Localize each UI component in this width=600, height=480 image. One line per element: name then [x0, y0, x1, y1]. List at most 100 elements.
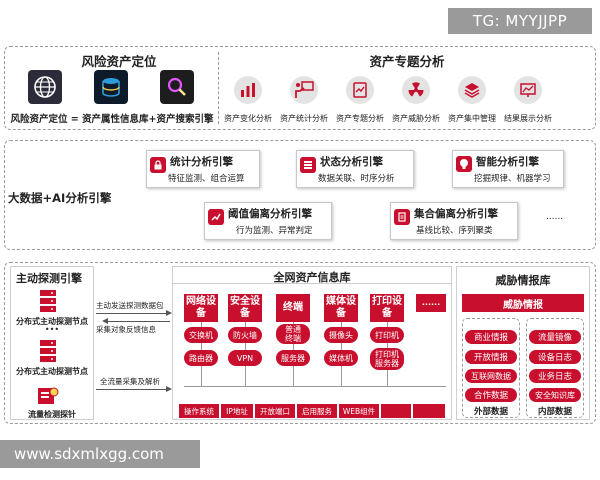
arrow-right-icon	[166, 310, 172, 316]
category-terminal: 终端	[276, 294, 310, 322]
server-icon	[40, 290, 56, 312]
arrow-label-send: 主动发送探测数据包	[96, 301, 164, 310]
brain-icon	[456, 156, 472, 172]
analysis-label-4: 资产威胁分析	[392, 114, 440, 123]
engine-title-ai: 智能分析引擎	[476, 156, 539, 168]
analysis-label-3: 资产专题分析	[336, 114, 384, 123]
search-icon	[160, 70, 194, 104]
risk-asset-title: 风险资产定位	[81, 54, 157, 69]
engine-card-threshold	[204, 202, 332, 240]
tag-port: 开放端口	[255, 404, 295, 418]
globe-icon	[28, 70, 62, 104]
arrow-feedback	[108, 321, 170, 322]
external-data-label: 外部数据	[473, 407, 508, 417]
report-icon	[346, 76, 374, 104]
item-firewall: 防火墙	[228, 327, 262, 343]
arrow-left-icon	[102, 318, 108, 324]
arrow-label-feedback: 采集对象反馈信息	[96, 325, 156, 334]
tag-service: 启用服务	[297, 404, 337, 418]
item-vpn: VPN	[228, 350, 262, 366]
arrow-right-icon	[166, 386, 172, 392]
intel-knowledge: 安全知识库	[529, 388, 581, 402]
top-divider	[218, 52, 219, 124]
dashboard-icon	[514, 76, 542, 104]
analysis-label-6: 结果展示分析	[504, 114, 552, 123]
analysis-label-5: 资产集中管理	[448, 114, 496, 123]
internal-data-label: 内部数据	[537, 407, 572, 417]
external-data-box	[462, 318, 520, 418]
engine-title-set: 集合偏离分析引擎	[414, 208, 498, 220]
risk-asset-formula: 风险资产定位 = 资产属性信息库+资产搜索引擎	[10, 114, 214, 125]
engine-title-stats: 统计分析引擎	[170, 156, 233, 168]
category-media: 媒体设备	[324, 294, 358, 322]
item-printer: 打印机	[370, 327, 404, 343]
intel-open: 开放情报	[465, 350, 517, 364]
item-print-server: 打印机服务器	[370, 348, 404, 370]
asset-analysis-title: 资产专题分析	[369, 54, 445, 69]
item-camera: 摄像头	[324, 327, 358, 343]
engine-sub-threshold: 行为监测、异常判定	[236, 226, 313, 236]
document-icon	[394, 209, 410, 225]
arrow-label-fullflow: 全流量采集及解析	[100, 377, 160, 386]
engine-title-state: 状态分析引擎	[320, 156, 383, 168]
watermark-bottom: www.sdxmlxgg.com	[0, 440, 200, 468]
tag-ip: IP地址	[221, 404, 253, 418]
layers-icon	[300, 157, 316, 173]
engine-sub-set: 基线比较、序列聚类	[416, 226, 493, 236]
asset-db-title: 全网资产信息库	[273, 271, 351, 284]
category-more: ......	[416, 294, 446, 312]
item-switch: 交换机	[184, 327, 218, 343]
item-server: 服务器	[276, 350, 310, 366]
hazard-icon	[402, 76, 430, 104]
connector-line	[184, 386, 446, 387]
tag-blank-2	[413, 404, 445, 418]
middle-band	[4, 140, 596, 250]
asset-db-divider	[172, 283, 452, 284]
watermark-top: TG: MYYJJPP	[448, 8, 592, 34]
intel-business-log: 业务日志	[529, 369, 581, 383]
engine-sub-ai: 挖掘规律、机器学习	[474, 174, 551, 184]
top-band	[4, 46, 596, 130]
intel-internet: 互联网数据	[465, 369, 517, 383]
tag-web: WEB组件	[339, 404, 379, 418]
tag-blank-1	[381, 404, 411, 418]
probe-node-1: 分布式主动探测节点	[16, 317, 88, 326]
arrow-fullflow	[96, 389, 170, 390]
probe-title: 主动探测引擎	[16, 272, 82, 285]
analysis-label-2: 资产统计分析	[280, 114, 328, 123]
engine-ellipsis: ......	[546, 212, 564, 222]
engine-card-set	[390, 202, 518, 240]
bar-chart-icon	[234, 76, 262, 104]
threat-title: 威胁情报库	[495, 274, 551, 287]
stack-icon	[458, 76, 486, 104]
lock-icon	[150, 157, 166, 173]
engine-sub-state: 数据关联、时序分析	[318, 174, 395, 184]
probe-node-2: 分布式主动探测节点	[16, 367, 88, 376]
category-print: 打印设备	[370, 294, 404, 322]
intel-device-log: 设备日志	[529, 350, 581, 364]
asset-db-panel	[172, 266, 452, 420]
bottom-band	[4, 262, 596, 424]
category-network: 网络设备	[184, 294, 218, 322]
engine-title-threshold: 阈值偏离分析引擎	[228, 208, 312, 220]
analysis-label-1: 资产变化分析	[224, 114, 272, 123]
item-media-player: 媒体机	[324, 350, 358, 366]
engine-band-label: 大数据+AI分析引擎	[8, 191, 112, 205]
tag-os: 操作系统	[179, 404, 219, 418]
engine-sub-stats: 特征监测、组合运算	[168, 174, 245, 184]
internal-data-box	[526, 318, 584, 418]
presenter-icon	[290, 76, 318, 104]
item-router: 路由器	[184, 350, 218, 366]
probe-sensor-icon	[38, 386, 60, 406]
category-security: 安全设备	[228, 294, 262, 322]
database-icon	[94, 70, 128, 104]
probe-dots: •••	[44, 325, 60, 334]
intel-partner: 合作数据	[465, 388, 517, 402]
intel-commercial: 商业情报	[465, 330, 517, 344]
server-icon	[40, 340, 56, 362]
intel-traffic: 流量镜像	[529, 330, 581, 344]
probe-flow-sensor: 流量检测探针	[28, 410, 76, 419]
threat-header: 威胁情报	[462, 294, 584, 312]
item-terminal: 普通终端	[276, 324, 310, 344]
trend-icon	[208, 209, 224, 225]
